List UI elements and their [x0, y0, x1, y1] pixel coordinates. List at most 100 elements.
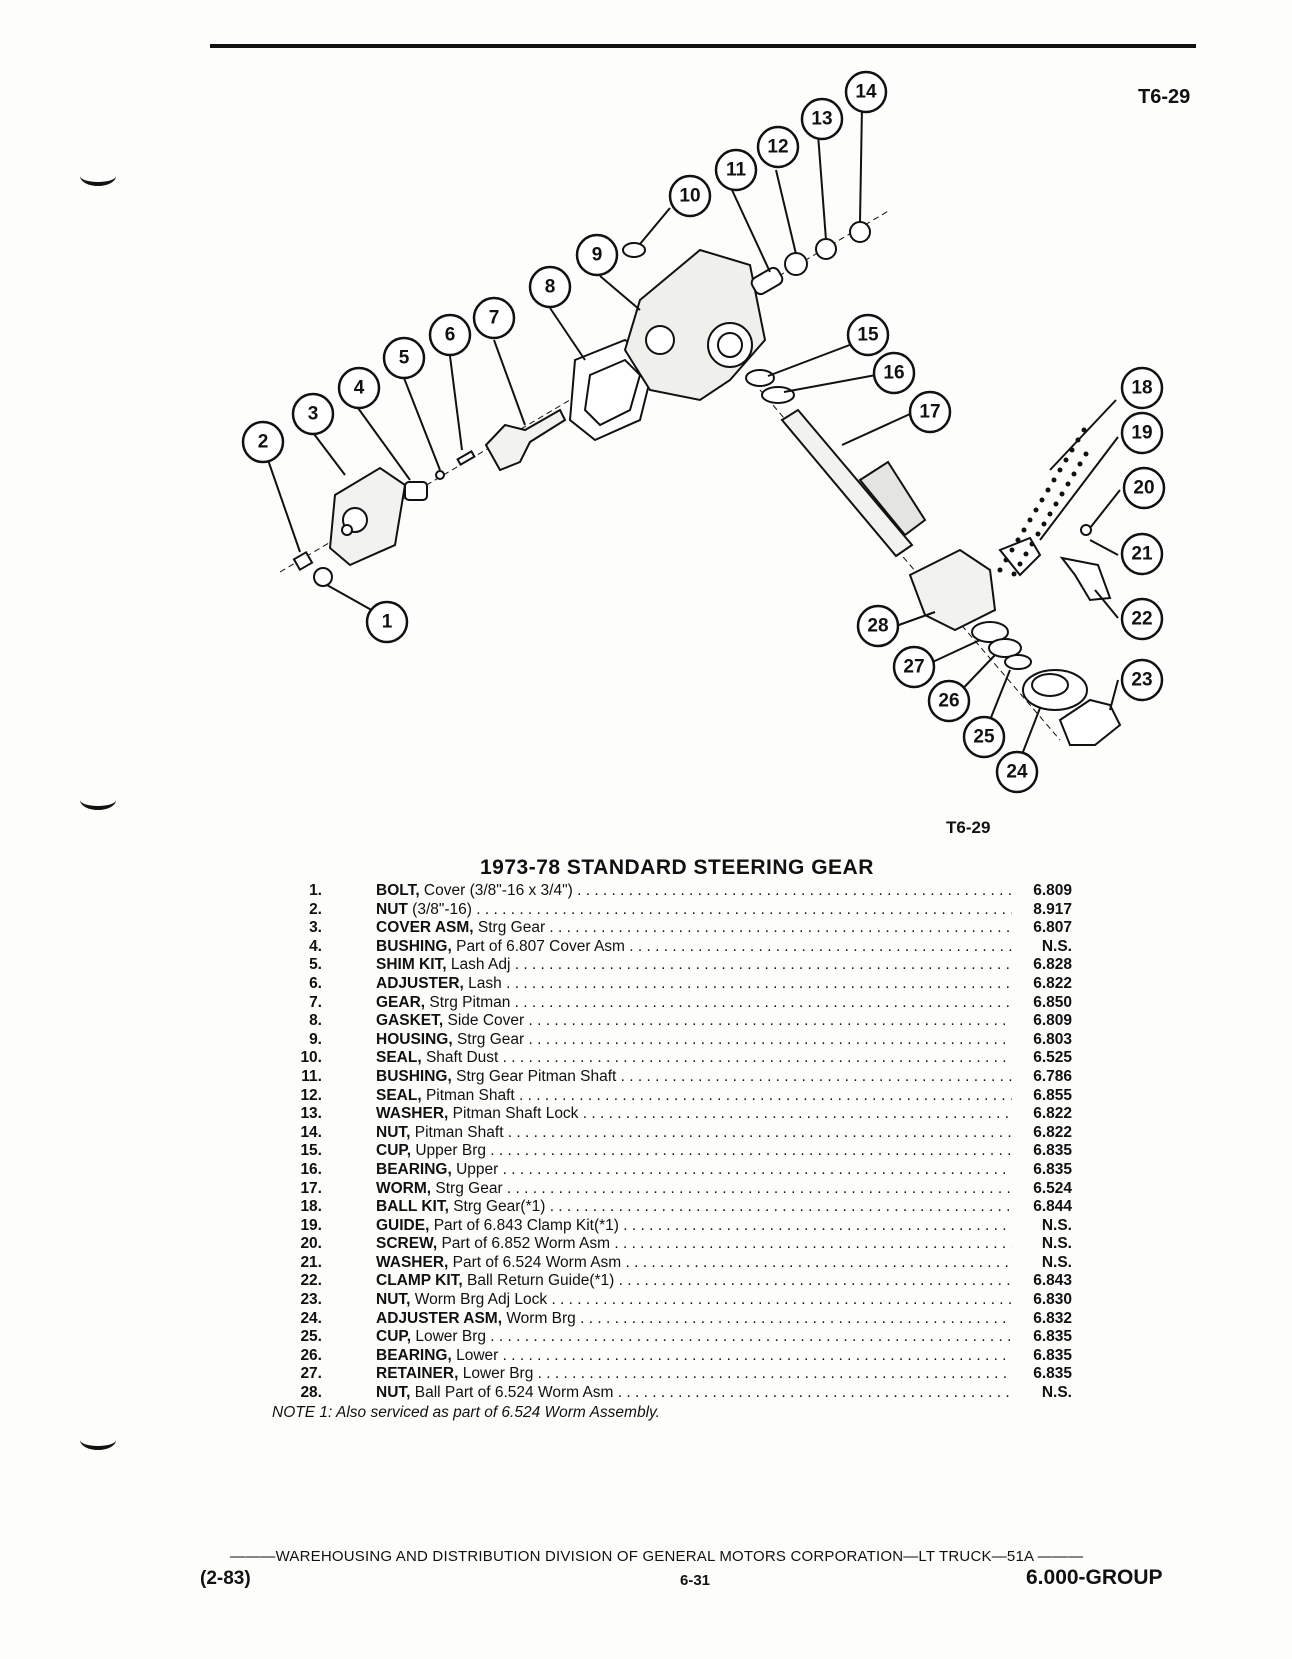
page-number: 6-31	[680, 1572, 711, 1589]
callout-5: 5	[399, 348, 410, 369]
list-item: 8.GASKET, Side Cover6.809	[290, 1012, 1080, 1031]
callout-11: 11	[726, 160, 747, 181]
part-name: BUSHING,	[376, 1067, 452, 1085]
part-name: WORM,	[376, 1179, 432, 1197]
part-name: NUT,	[376, 1123, 411, 1141]
list-item: 2.NUT (3/8"-16)8.917	[290, 901, 1080, 920]
list-item: 14.NUT, Pitman Shaft6.822	[290, 1124, 1080, 1143]
margin-tick-mark	[80, 1430, 116, 1450]
callout-26: 26	[938, 691, 959, 712]
part-number: 15.	[300, 1142, 322, 1160]
part-description: WASHER, Pitman Shaft Lock	[376, 1105, 1012, 1124]
list-item: 28.NUT, Ball Part of 6.524 Worm AsmN.S.	[290, 1384, 1080, 1403]
part-number: 25.	[300, 1328, 322, 1346]
group-number: 6.803	[1033, 1030, 1072, 1048]
list-item: 15.CUP, Upper Brg6.835	[290, 1142, 1080, 1161]
part-name: GEAR,	[376, 993, 426, 1011]
part-number: 1.	[309, 882, 322, 899]
callout-6: 6	[445, 325, 456, 346]
part-detail: Strg Gear Pitman Shaft	[451, 1067, 617, 1085]
part-description: CLAMP KIT, Ball Return Guide(*1)	[376, 1272, 1012, 1291]
callout-17: 17	[919, 402, 940, 423]
list-item: 4.BUSHING, Part of 6.807 Cover AsmN.S.	[290, 938, 1080, 957]
part-number: 16.	[300, 1160, 322, 1178]
part-description: BUSHING, Strg Gear Pitman Shaft	[376, 1068, 1012, 1087]
part-number: 11.	[301, 1067, 322, 1085]
part-name: SCREW,	[376, 1235, 438, 1253]
margin-tick-mark	[80, 790, 116, 810]
list-item: 10.SEAL, Shaft Dust6.525	[290, 1049, 1080, 1068]
part-detail: Lash	[463, 974, 502, 992]
part-detail: (3/8"-16)	[407, 900, 472, 918]
callout-21: 21	[1131, 544, 1153, 565]
part-name: CUP,	[376, 1142, 412, 1160]
part-name: COVER ASM,	[376, 919, 474, 937]
group-number: 6.525	[1033, 1049, 1072, 1067]
list-item: 19.GUIDE, Part of 6.843 Clamp Kit(*1)N.S…	[290, 1217, 1080, 1236]
group-number: 6.832	[1033, 1309, 1072, 1327]
group-number: 6.835	[1033, 1346, 1072, 1364]
callout-18: 18	[1131, 378, 1152, 399]
part-number: 24.	[300, 1309, 322, 1327]
part-description: SCREW, Part of 6.852 Worm Asm	[376, 1235, 1012, 1254]
part-detail: Shaft Dust	[421, 1049, 499, 1067]
callout-7: 7	[489, 308, 500, 329]
part-name: GASKET,	[376, 1012, 444, 1030]
part-description: BALL KIT, Strg Gear(*1)	[376, 1198, 1012, 1217]
part-description: RETAINER, Lower Brg	[376, 1365, 1012, 1384]
part-detail: Ball Part of 6.524 Worm Asm	[410, 1384, 614, 1402]
part-detail: Strg Gear	[431, 1179, 503, 1197]
parts-drawing	[292, 221, 1122, 746]
part-description: BOLT, Cover (3/8"-16 x 3/4")	[376, 882, 1012, 901]
part-name: ADJUSTER ASM,	[376, 1309, 503, 1327]
part-detail: Pitman Shaft	[410, 1123, 504, 1141]
list-item: 13.WASHER, Pitman Shaft Lock6.822	[290, 1105, 1080, 1124]
part-name: CLAMP KIT,	[376, 1272, 463, 1290]
group-number: 6.835	[1033, 1365, 1072, 1383]
figure-code: T6-29	[946, 818, 991, 837]
list-item: 5.SHIM KIT, Lash Adj6.828	[290, 956, 1080, 975]
callout-2: 2	[258, 432, 269, 453]
part-description: CUP, Lower Brg	[376, 1328, 1012, 1347]
callout-10: 10	[679, 186, 700, 207]
part-description: NUT (3/8"-16)	[376, 901, 1012, 920]
page-figure-code: T6-29	[1138, 86, 1191, 108]
group-number: 6.850	[1033, 993, 1072, 1011]
callout-16: 16	[883, 363, 904, 384]
part-name: BALL KIT,	[376, 1198, 449, 1216]
part-number: 9.	[309, 1030, 322, 1048]
group-number: 8.917	[1033, 900, 1072, 918]
part-number: 10.	[300, 1049, 322, 1067]
group-number: 6.844	[1033, 1198, 1072, 1216]
callout-numbers: 1 2 3 4 5 6 7 8 9 10 11 12 13 14 15 16 1…	[258, 82, 1155, 783]
part-name: NUT,	[376, 1291, 411, 1309]
list-item: 7.GEAR, Strg Pitman6.850	[290, 994, 1080, 1013]
list-item: 24.ADJUSTER ASM, Worm Brg6.832	[290, 1310, 1080, 1329]
part-detail: Part of 6.524 Worm Asm	[448, 1253, 622, 1271]
part-detail: Pitman Shaft	[421, 1086, 515, 1104]
group-number: N.S.	[1041, 1235, 1072, 1253]
group-number: N.S.	[1041, 1384, 1072, 1402]
list-item: 11.BUSHING, Strg Gear Pitman Shaft6.786	[290, 1068, 1080, 1087]
group-number: 6.835	[1033, 1160, 1072, 1178]
list-item: 6.ADJUSTER, Lash6.822	[290, 975, 1080, 994]
callout-circles	[241, 70, 1166, 794]
list-item: 23.NUT, Worm Brg Adj Lock6.830	[290, 1291, 1080, 1310]
part-description: ADJUSTER, Lash	[376, 975, 1012, 994]
list-item: 20.SCREW, Part of 6.852 Worm AsmN.S.	[290, 1235, 1080, 1254]
callout-28: 28	[867, 616, 888, 637]
part-detail: Upper	[451, 1160, 499, 1178]
part-detail: Cover (3/8"-16 x 3/4")	[419, 882, 573, 899]
part-name: BEARING,	[376, 1160, 452, 1178]
part-name: ADJUSTER,	[376, 974, 464, 992]
group-number: 6.822	[1033, 1105, 1072, 1123]
group-number: 6.524	[1033, 1179, 1072, 1197]
part-detail: Strg Gear	[452, 1030, 525, 1048]
part-number: 17.	[300, 1179, 322, 1197]
part-description: SEAL, Pitman Shaft	[376, 1087, 1012, 1106]
part-detail: Side Cover	[443, 1012, 525, 1030]
part-description: CUP, Upper Brg	[376, 1142, 1012, 1161]
callout-23: 23	[1131, 670, 1152, 691]
part-description: BEARING, Upper	[376, 1161, 1012, 1180]
group-number: N.S.	[1041, 1216, 1072, 1234]
